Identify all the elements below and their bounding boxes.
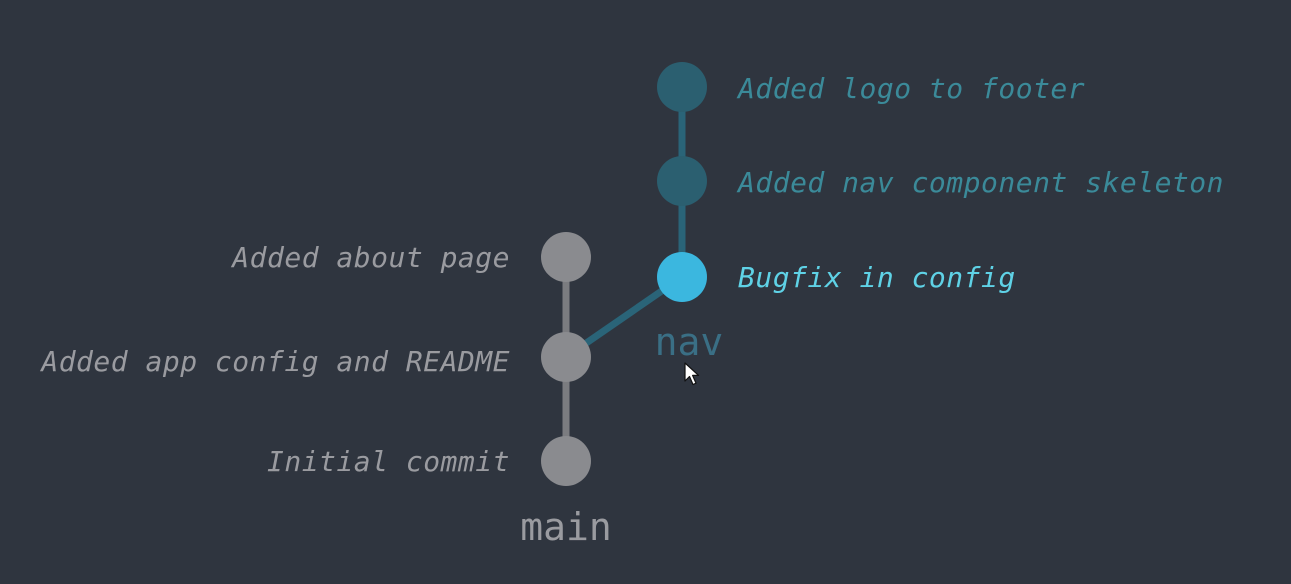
commit-node-nav-skeleton[interactable] <box>657 156 707 206</box>
mouse-pointer-icon <box>684 362 700 386</box>
commit-node-initial[interactable] <box>541 436 591 486</box>
commit-node-about-page[interactable] <box>541 232 591 282</box>
commit-message-initial: Initial commit <box>267 445 510 478</box>
commit-message-logo-footer: Added logo to footer <box>736 72 1085 105</box>
branch-label-nav: nav <box>655 320 724 364</box>
commit-message-nav-skeleton: Added nav component skeleton <box>736 166 1224 199</box>
commit-message-bugfix: Bugfix in config <box>738 261 1016 294</box>
commit-node-bugfix[interactable] <box>657 252 707 302</box>
branch-label-main: main <box>520 505 612 549</box>
commit-message-app-config: Added app config and README <box>39 345 510 378</box>
commit-node-logo-footer[interactable] <box>657 62 707 112</box>
commit-node-app-config[interactable] <box>541 332 591 382</box>
commit-message-about-page: Added about page <box>230 241 510 274</box>
